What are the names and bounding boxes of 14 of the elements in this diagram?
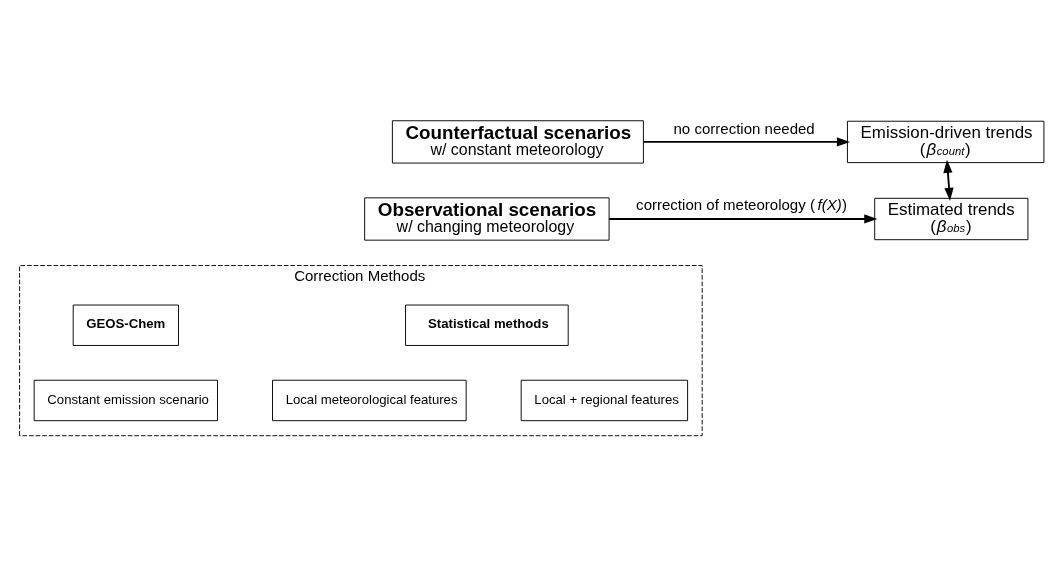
node-box: Emission-driven trends (βcount) [846, 120, 1045, 164]
node-box: Estimated trends (βobs) [874, 197, 1029, 241]
edge-label: correction of meteorology (f(X)) [636, 196, 848, 214]
node-box: Observational scenarios w/ changing meteorology [364, 197, 610, 241]
node-box: GEOS-Chem [72, 304, 179, 346]
node-box: Constant emission scenario [33, 379, 218, 422]
node-box: Local + regional features [520, 379, 689, 422]
node-box: Local meteorological features [272, 379, 467, 422]
edge-label: no correction needed [673, 120, 815, 138]
arrow [943, 159, 954, 201]
arrow [642, 137, 851, 147]
arrow [608, 214, 878, 224]
node-box: Statistical methods [405, 304, 569, 346]
node-box: Counterfactual scenarios w/ constant meteorology [391, 120, 644, 164]
